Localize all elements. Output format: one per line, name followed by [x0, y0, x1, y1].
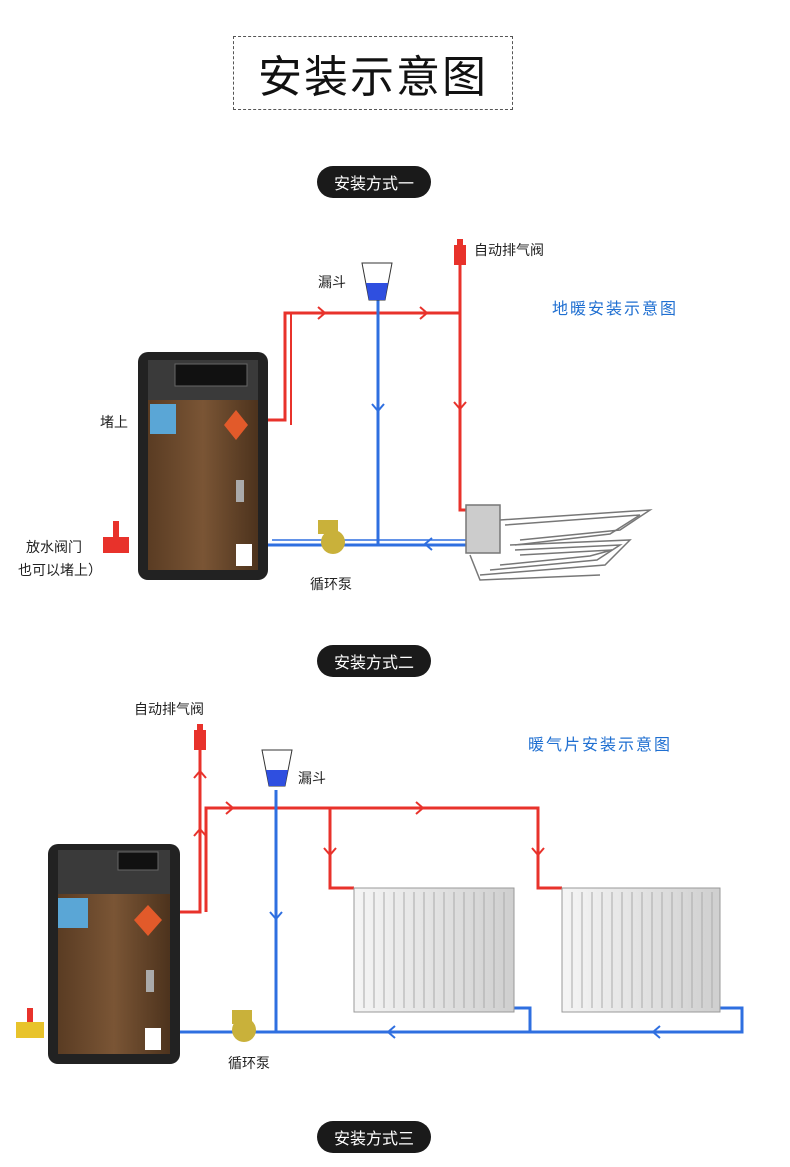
- pump-label-1: 循环泵: [310, 577, 352, 593]
- air-valve-label-1: 自动排气阀: [474, 243, 544, 259]
- supply-arrows-2: [193, 769, 545, 857]
- supply-arrows-1: [317, 306, 467, 411]
- supply-pipes-2: [180, 735, 562, 914]
- title-box: 安装示意图: [233, 36, 513, 110]
- funnel-icon: [261, 749, 293, 787]
- funnel-icon: [361, 262, 393, 301]
- return-arrows-1: [371, 403, 433, 551]
- drain-valve-icon: [103, 521, 129, 553]
- radiator-2: [561, 887, 721, 1013]
- return-pipes-2: [180, 790, 744, 1034]
- air-valve-label-2: 自动排气阀: [134, 702, 204, 718]
- drain-valve-icon: [16, 1008, 44, 1038]
- funnel-label-2: 漏斗: [298, 771, 326, 787]
- radiator-1: [353, 887, 515, 1013]
- return-pipes-1: [268, 300, 470, 547]
- page-title: 安装示意图: [258, 52, 488, 103]
- radiator-caption: 暖气片安装示意图: [528, 735, 673, 754]
- plug-label: 堵上: [100, 415, 128, 431]
- air-valve-icon: [194, 724, 206, 750]
- air-valve-icon: [454, 239, 466, 265]
- funnel-label-1: 漏斗: [318, 275, 346, 291]
- floor-heating-coils: [465, 504, 653, 581]
- drain-valve-note: 也可以堵上）: [18, 563, 102, 579]
- method-2-badge: 安装方式二: [317, 645, 431, 677]
- method-3-badge: 安装方式三: [317, 1121, 431, 1153]
- boiler-1: [138, 352, 268, 580]
- method-1-badge: 安装方式一: [317, 166, 431, 198]
- floor-heating-caption: 地暖安装示意图: [552, 299, 679, 318]
- drain-valve-label: 放水阀门: [26, 540, 82, 556]
- pump-icon: [232, 1010, 256, 1042]
- pump-label-2: 循环泵: [228, 1056, 270, 1072]
- pump-icon: [318, 520, 345, 554]
- return-arrows-2: [269, 911, 661, 1039]
- boiler-2: [48, 844, 180, 1064]
